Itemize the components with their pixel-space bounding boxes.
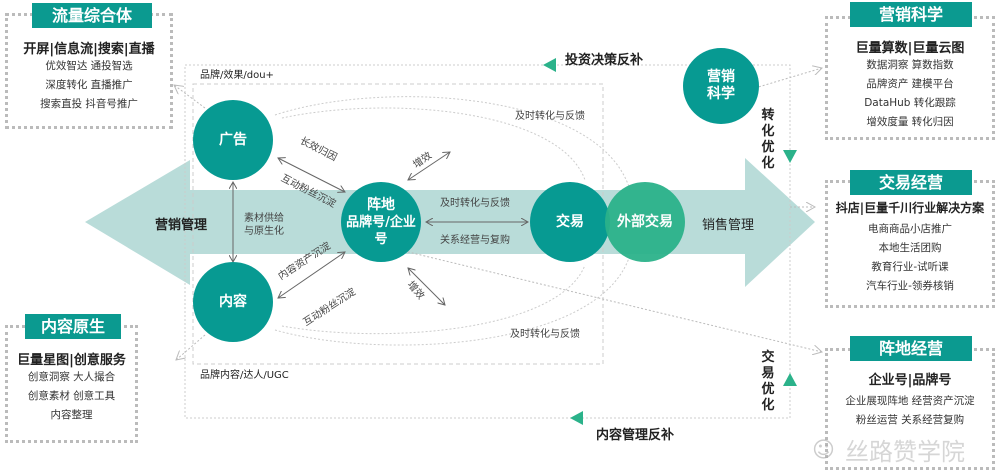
triangle-left-bottom <box>570 411 583 425</box>
traffic-main: 开屏|信息流|搜索|直播 <box>23 42 155 57</box>
wechat-icon: ☺ <box>812 438 835 463</box>
science-item: DataHub 转化跟踪 <box>864 97 956 109</box>
vertical-char: 易 <box>761 366 775 381</box>
content-item: 创意洞察 大人撮合 <box>27 371 116 383</box>
outer-frame <box>184 64 791 419</box>
box-trade: 抖店|巨量千川行业解决方案 电商商品小店推广 本地生活团购 教育行业-试听课 汽… <box>825 180 995 308</box>
node-content: 内容 <box>193 262 273 342</box>
science-item: 品牌资产 建模平台 <box>866 78 954 90</box>
relation-label: 关系经营与复购 <box>440 235 510 246</box>
box-content: 巨量星图|创意服务 创意洞察 大人撮合 创意素材 创意工具 内容整理 <box>5 325 138 443</box>
watermark: 丝路赞学院 <box>845 438 965 466</box>
triangle-left-top <box>543 58 556 72</box>
brand-content-label: 品牌内容/达人/UGC <box>200 370 289 381</box>
trade-opt-label: 交易优化 <box>760 350 776 414</box>
position-line2: 品牌号/企业号 <box>346 214 416 247</box>
box-traffic: 开屏|信息流|搜索|直播 优效智达 通投智选 深度转化 直播推广 搜索直投 抖音… <box>5 13 173 129</box>
position-title: 阵地经营 <box>850 336 972 361</box>
vertical-char: 化 <box>761 124 775 139</box>
trade-main: 抖店|巨量千川行业解决方案 <box>835 201 985 215</box>
triangle-down <box>783 150 797 163</box>
science-item: 增效度量 转化归因 <box>866 116 954 128</box>
node-marketing-science: 营销科学 <box>683 48 759 124</box>
timely-top-label: 及时转化与反馈 <box>515 111 585 122</box>
node-position: 阵地品牌号/企业号 <box>341 182 421 262</box>
trade-item: 教育行业-试听课 <box>871 261 949 273</box>
marketing-mgmt-label: 营销管理 <box>155 218 208 233</box>
position-item: 企业展现阵地 经营资产沉淀 <box>845 395 975 407</box>
trade-title: 交易经营 <box>850 170 972 195</box>
timely-bottom-label: 及时转化与反馈 <box>510 329 580 340</box>
vertical-char: 优 <box>761 382 775 397</box>
trade-item: 本地生活团购 <box>878 242 942 254</box>
science-main: 巨量算数|巨量云图 <box>855 41 965 56</box>
content-item: 创意素材 创意工具 <box>27 390 116 402</box>
traffic-item: 搜索直投 抖音号推广 <box>40 98 138 110</box>
triangle-up <box>783 373 797 386</box>
content-item: 内容整理 <box>50 409 93 421</box>
invest-feedback-label: 投资决策反补 <box>565 53 644 68</box>
content-feedback-label: 内容管理反补 <box>596 428 675 443</box>
science-title: 营销科学 <box>850 2 972 27</box>
timely-mid-label: 及时转化与反馈 <box>440 198 510 209</box>
traffic-item: 深度转化 直播推广 <box>45 79 133 91</box>
position-main: 企业号|品牌号 <box>868 373 952 388</box>
vertical-char: 交 <box>761 350 775 365</box>
vertical-char: 转 <box>761 108 775 123</box>
science-item: 数据洞察 算数指数 <box>866 59 954 71</box>
brand-effect-label: 品牌/效果/dou+ <box>200 70 274 81</box>
conv-opt-label: 转化优化 <box>760 108 776 172</box>
sales-mgmt-label: 销售管理 <box>702 218 755 233</box>
trade-item: 电商商品小店推广 <box>868 223 952 235</box>
material-supply-label: 素材供给与原生化 <box>244 213 284 237</box>
node-trade: 交易 <box>530 182 610 262</box>
vertical-char: 化 <box>761 398 775 413</box>
traffic-item: 优效智达 通投智选 <box>45 60 133 72</box>
position-item: 粉丝运营 关系经营复购 <box>855 414 965 426</box>
node-external-trade: 外部交易 <box>605 182 685 262</box>
trade-item: 汽车行业-领券核销 <box>866 280 954 292</box>
position-line1: 阵地 <box>367 196 395 213</box>
vertical-char: 化 <box>761 156 775 171</box>
content-title: 内容原生 <box>25 314 121 339</box>
vertical-char: 优 <box>761 140 775 155</box>
traffic-title: 流量综合体 <box>32 3 152 28</box>
box-science: 巨量算数|巨量云图 数据洞察 算数指数 品牌资产 建模平台 DataHub 转化… <box>825 16 995 140</box>
content-main: 巨量星图|创意服务 <box>17 353 126 368</box>
node-ad: 广告 <box>193 100 273 180</box>
